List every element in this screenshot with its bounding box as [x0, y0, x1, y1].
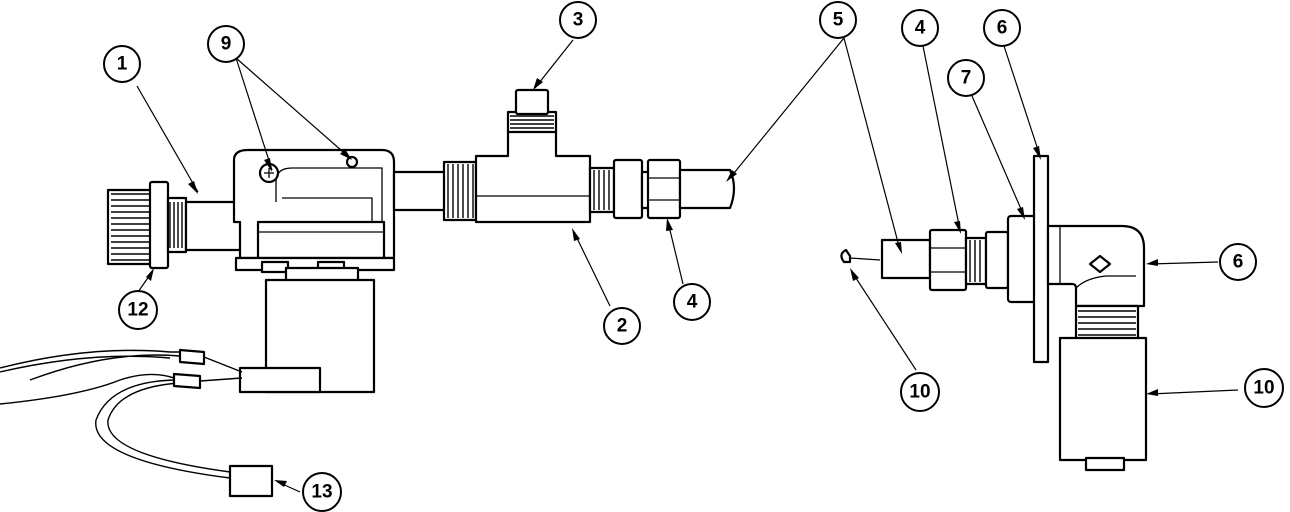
callout-1-label: 1	[117, 54, 128, 75]
callout-7-label: 7	[961, 68, 972, 89]
lead-wires	[0, 348, 274, 498]
small-screw	[840, 248, 852, 264]
callout-5: 5	[819, 1, 857, 39]
callout-5-label: 5	[833, 10, 844, 31]
tube-stub	[880, 238, 932, 280]
strainer-cap	[1084, 456, 1126, 472]
callout-10-right-label: 10	[1253, 378, 1274, 399]
compression-nut	[646, 158, 682, 220]
callout-6-right: 6	[1219, 243, 1257, 281]
outlet-thread	[442, 160, 478, 222]
valve-outlet-tube	[392, 170, 448, 212]
right-thread	[964, 236, 988, 286]
solenoid-terminal-block	[238, 366, 322, 394]
tee-fitting	[474, 128, 592, 224]
callout-4-left-label: 4	[687, 292, 698, 313]
callout-12: 12	[118, 290, 158, 330]
callout-4-right-label: 4	[915, 18, 926, 39]
callout-4-left: 4	[673, 283, 711, 321]
callout-10-left-label: 10	[909, 382, 930, 403]
callout-13-label: 13	[311, 482, 332, 503]
compression-ring	[612, 158, 644, 220]
callout-13: 13	[302, 472, 342, 512]
right-assembly	[840, 154, 1148, 472]
callout-6-top: 6	[983, 9, 1021, 47]
valve-chamber	[256, 220, 386, 260]
wire-connector	[228, 464, 274, 498]
leader-lines	[136, 37, 1239, 493]
tee-right-thread	[588, 166, 616, 214]
callout-7: 7	[947, 59, 985, 97]
callout-2-label: 2	[617, 316, 628, 337]
left-assembly	[0, 88, 736, 498]
callout-1: 1	[103, 45, 141, 83]
water-tube	[678, 168, 736, 210]
callout-10-left: 10	[900, 372, 940, 412]
strainer-body	[1058, 336, 1148, 462]
callout-12-label: 12	[127, 300, 148, 321]
elbow-mark	[1088, 254, 1112, 274]
callout-4-right: 4	[901, 9, 939, 47]
hex-nut	[148, 180, 170, 270]
elbow-thread	[1074, 304, 1140, 344]
bracket-screw-2	[345, 155, 359, 169]
right-ring	[984, 230, 1010, 290]
callout-6-right-label: 6	[1233, 252, 1244, 273]
callout-9: 9	[207, 25, 245, 63]
callout-9-label: 9	[221, 34, 232, 55]
bracket-tab-1	[260, 260, 290, 274]
tee-cap	[514, 88, 550, 116]
callout-3-label: 3	[573, 10, 584, 31]
right-nut	[928, 228, 968, 292]
small-thread	[166, 196, 188, 254]
callout-10-right: 10	[1244, 368, 1284, 408]
mounting-plate	[1032, 154, 1050, 364]
callout-3: 3	[559, 1, 597, 39]
callout-6-top-label: 6	[997, 18, 1008, 39]
callout-2: 2	[603, 307, 641, 345]
